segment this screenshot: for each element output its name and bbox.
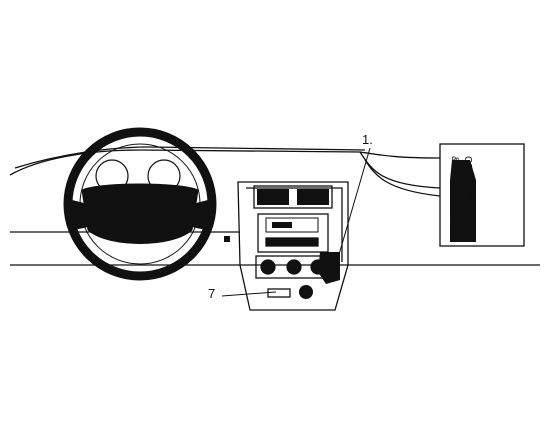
inset-caption-line-1: GRIP CPRMFT xyxy=(462,156,473,225)
callout-label-7: 7 xyxy=(208,286,216,301)
lower-console-slot xyxy=(267,288,291,298)
dashboard-right-curve xyxy=(359,151,441,189)
radio-display xyxy=(265,217,319,233)
vent-left xyxy=(257,189,289,205)
radio-unit xyxy=(257,213,329,253)
radio-slot xyxy=(265,237,319,247)
knob-middle xyxy=(286,259,302,275)
inset-caption: GRIP CPRMFT & ProClip mod xyxy=(449,156,474,234)
steering-hub xyxy=(81,183,199,244)
dashboard-right-curve-2 xyxy=(364,159,441,197)
leader-line-7 xyxy=(221,291,277,297)
console-vent-frame xyxy=(253,185,333,209)
climate-knobs xyxy=(260,259,326,275)
gauge-right xyxy=(147,159,181,193)
steering-spoke-left xyxy=(69,199,96,231)
steering-wheel xyxy=(63,127,217,281)
gauge-left xyxy=(95,159,129,193)
knob-left xyxy=(260,259,276,275)
lower-round-button xyxy=(299,285,313,299)
inset-frame xyxy=(439,143,525,247)
steering-spoke-right xyxy=(184,199,211,231)
small-dash-button xyxy=(224,236,230,242)
dashboard-top-edge xyxy=(9,149,441,176)
vent-right xyxy=(297,189,329,205)
inset-product-silhouette xyxy=(450,160,476,242)
mounted-bracket xyxy=(318,252,340,284)
leader-line-1 xyxy=(337,147,371,259)
center-console-inner xyxy=(246,187,343,262)
callout-label-1: 1. xyxy=(362,132,373,147)
center-console-outline xyxy=(237,181,349,311)
inset-caption-line-2: & ProClip mod xyxy=(449,156,460,221)
